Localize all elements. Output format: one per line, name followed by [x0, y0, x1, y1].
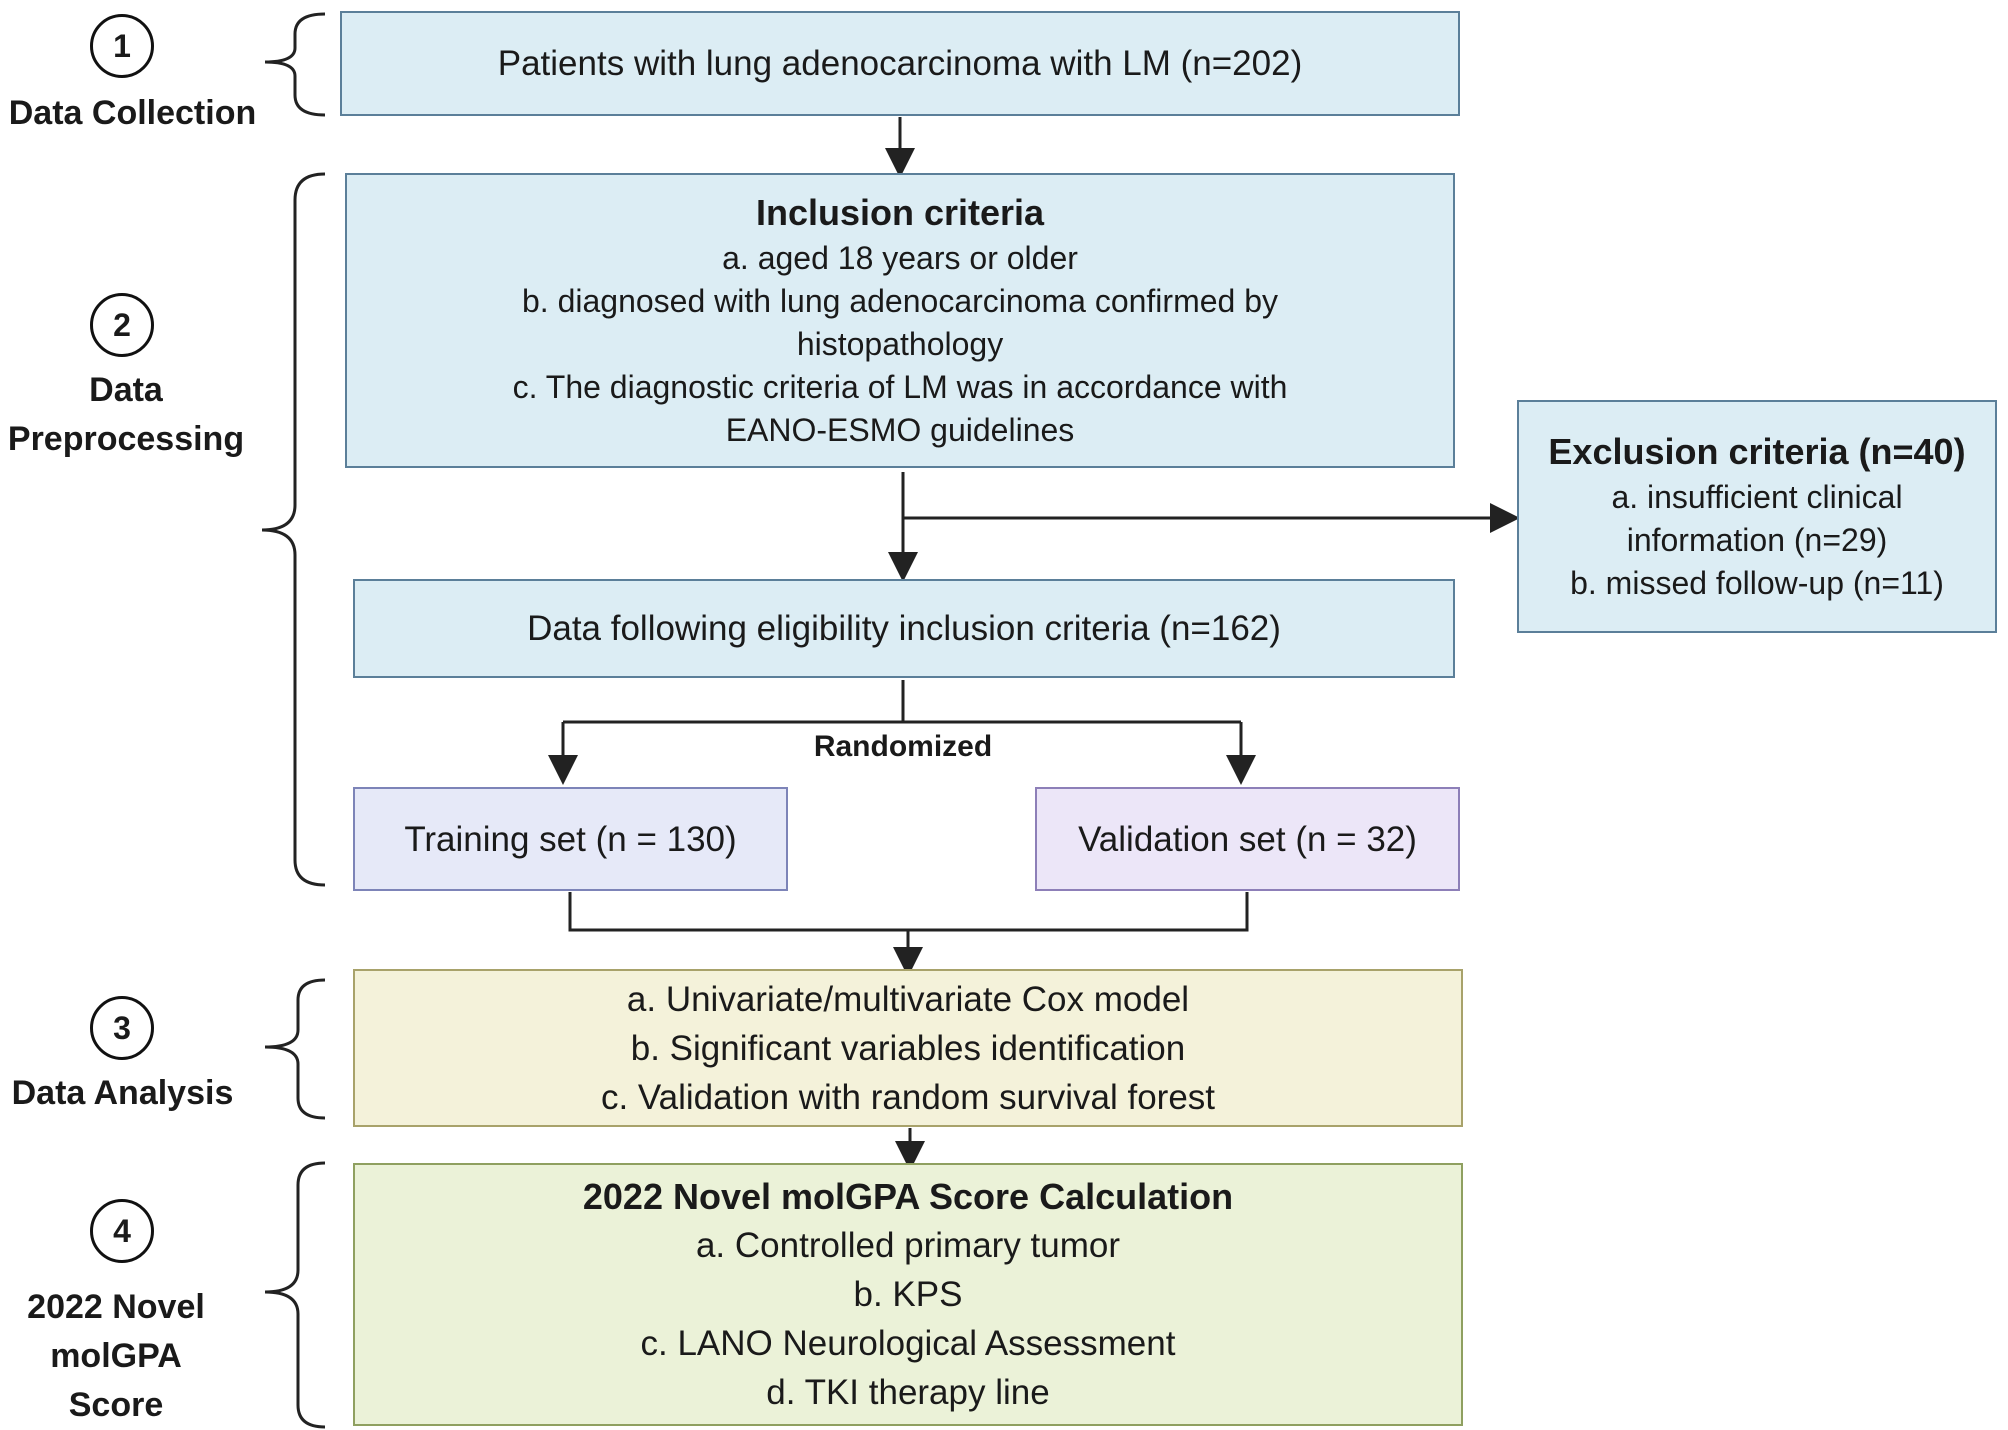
exclusion-line-2: information (n=29) — [1626, 522, 1888, 558]
training-set-box: Training set (n = 130) — [353, 787, 788, 891]
merge-sets — [568, 892, 1249, 932]
brace-stage-3 — [264, 978, 326, 1120]
exclusion-criteria-box: Exclusion criteria (n=40) a. insufficien… — [1517, 400, 1997, 633]
inclusion-title: Inclusion criteria — [755, 192, 1045, 233]
inclusion-line-5: EANO-ESMO guidelines — [725, 412, 1075, 448]
stage-4-label-line-2: molGPA Score — [50, 1337, 182, 1424]
analysis-line-3: c. Validation with random survival fores… — [600, 1077, 1216, 1117]
brace-stage-1 — [264, 12, 326, 117]
stage-1-label-line: Data Collection — [8, 94, 257, 132]
stage-1-label: Data Collection — [0, 89, 265, 138]
data-analysis-box: a. Univariate/multivariate Cox model b. … — [353, 969, 1463, 1127]
score-line-1: a. Controlled primary tumor — [695, 1226, 1121, 1265]
exclusion-title: Exclusion criteria (n=40) — [1548, 431, 1966, 472]
score-line-4: d. TKI therapy line — [766, 1373, 1050, 1412]
stage-4-label-line-1: 2022 Novel — [27, 1288, 205, 1326]
score-title: 2022 Novel molGPA Score Calculation — [582, 1176, 1234, 1217]
stage-3-label-line: Data Analysis — [11, 1074, 234, 1112]
validation-set-box: Validation set (n = 32) — [1035, 787, 1460, 891]
exclusion-line-3: b. missed follow-up (n=11) — [1570, 565, 1944, 601]
validation-text: Validation set (n = 32) — [1078, 819, 1417, 859]
stage-4-label: 2022 Novel molGPA Score — [0, 1283, 232, 1430]
stage-4-number: 4 — [90, 1199, 154, 1263]
eligible-text: Data following eligibility inclusion cri… — [527, 609, 1281, 648]
stage-1-number: 1 — [90, 14, 154, 78]
training-text: Training set (n = 130) — [404, 819, 737, 859]
brace-stage-4 — [264, 1161, 326, 1429]
score-line-2: b. KPS — [853, 1275, 963, 1314]
exclusion-line-1: a. insufficient clinical — [1611, 479, 1903, 515]
patients-text: Patients with lung adenocarcinoma with L… — [497, 44, 1303, 83]
inclusion-line-3: histopathology — [796, 326, 1004, 362]
inclusion-line-4: c. The diagnostic criteria of LM was in … — [512, 369, 1288, 405]
score-calculation-box: 2022 Novel molGPA Score Calculation a. C… — [353, 1163, 1463, 1426]
eligible-data-box: Data following eligibility inclusion cri… — [353, 579, 1455, 678]
analysis-line-2: b. Significant variables identification — [630, 1028, 1186, 1068]
randomize-split — [563, 680, 1241, 724]
stage-2-label-line-2: Preprocessing — [7, 420, 245, 458]
stage-2-number: 2 — [90, 293, 154, 357]
inclusion-criteria-box: Inclusion criteria a. aged 18 years or o… — [345, 173, 1455, 468]
inclusion-line-2: b. diagnosed with lung adenocarcinoma co… — [521, 283, 1278, 319]
patients-box: Patients with lung adenocarcinoma with L… — [340, 11, 1460, 116]
randomized-label: Randomized — [813, 730, 993, 763]
stage-2-label-line-1: Data — [89, 371, 163, 409]
analysis-line-1: a. Univariate/multivariate Cox model — [626, 979, 1190, 1019]
stage-3-number: 3 — [90, 996, 154, 1060]
stage-2-label: Data Preprocessing — [0, 366, 252, 464]
brace-stage-2 — [261, 172, 326, 887]
score-line-3: c. LANO Neurological Assessment — [640, 1324, 1176, 1363]
inclusion-line-1: a. aged 18 years or older — [722, 240, 1078, 276]
stage-3-label: Data Analysis — [0, 1069, 245, 1118]
